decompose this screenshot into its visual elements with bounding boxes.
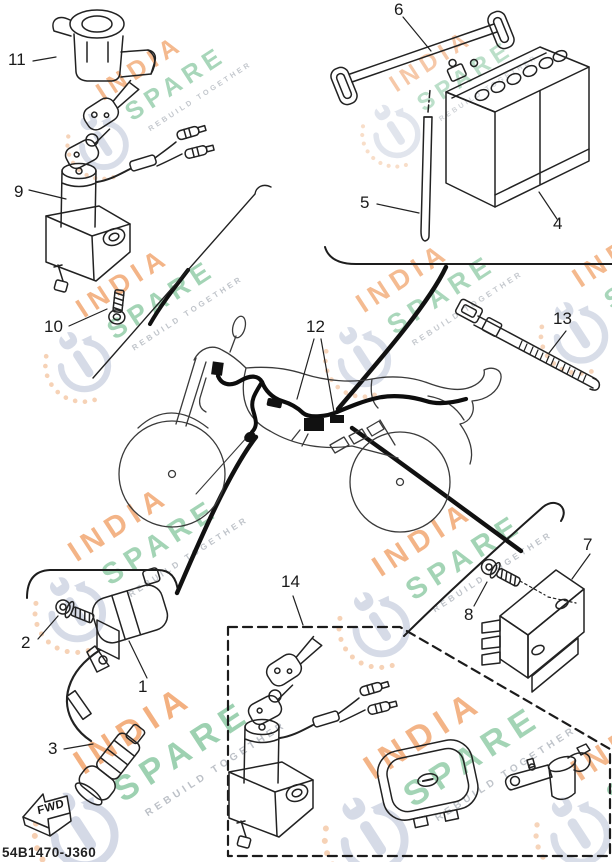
callout-5: 5 xyxy=(360,193,370,212)
callout-7: 7 xyxy=(583,535,593,554)
motorcycle-outline xyxy=(118,315,502,533)
lockset-fuel-cap xyxy=(376,739,479,829)
part-6-battery-band xyxy=(330,10,515,106)
part-4-battery xyxy=(445,46,590,208)
part-5-breather-pipe xyxy=(420,89,433,242)
callout-11: 11 xyxy=(8,50,26,69)
callout-2: 2 xyxy=(21,633,31,652)
part-13-cable-tie xyxy=(454,298,601,391)
callout-9: 9 xyxy=(14,182,24,201)
section-dividers xyxy=(26,246,612,637)
part-3-plug-cap xyxy=(74,723,146,806)
callout-12: 12 xyxy=(306,317,325,336)
callout-3: 3 xyxy=(48,739,58,758)
callout-10: 10 xyxy=(44,317,63,336)
part-7-cdi-unit xyxy=(481,569,585,693)
leader-curve-switch xyxy=(92,184,272,379)
part-11-holder xyxy=(52,9,157,82)
catalog-part-number: 54B1470-J360 xyxy=(2,845,97,860)
leader-curves-thick xyxy=(148,264,524,596)
callout-13: 13 xyxy=(553,309,572,328)
part-9-main-switch xyxy=(45,79,215,293)
callout-8: 8 xyxy=(464,605,474,624)
callout-6: 6 xyxy=(394,0,404,19)
callout-14: 14 xyxy=(281,572,300,591)
part-10-screw xyxy=(108,289,126,325)
wire-harness xyxy=(211,361,469,443)
callout-4: 4 xyxy=(553,214,563,233)
callout-1: 1 xyxy=(138,677,148,696)
part-8-screw xyxy=(480,558,521,587)
